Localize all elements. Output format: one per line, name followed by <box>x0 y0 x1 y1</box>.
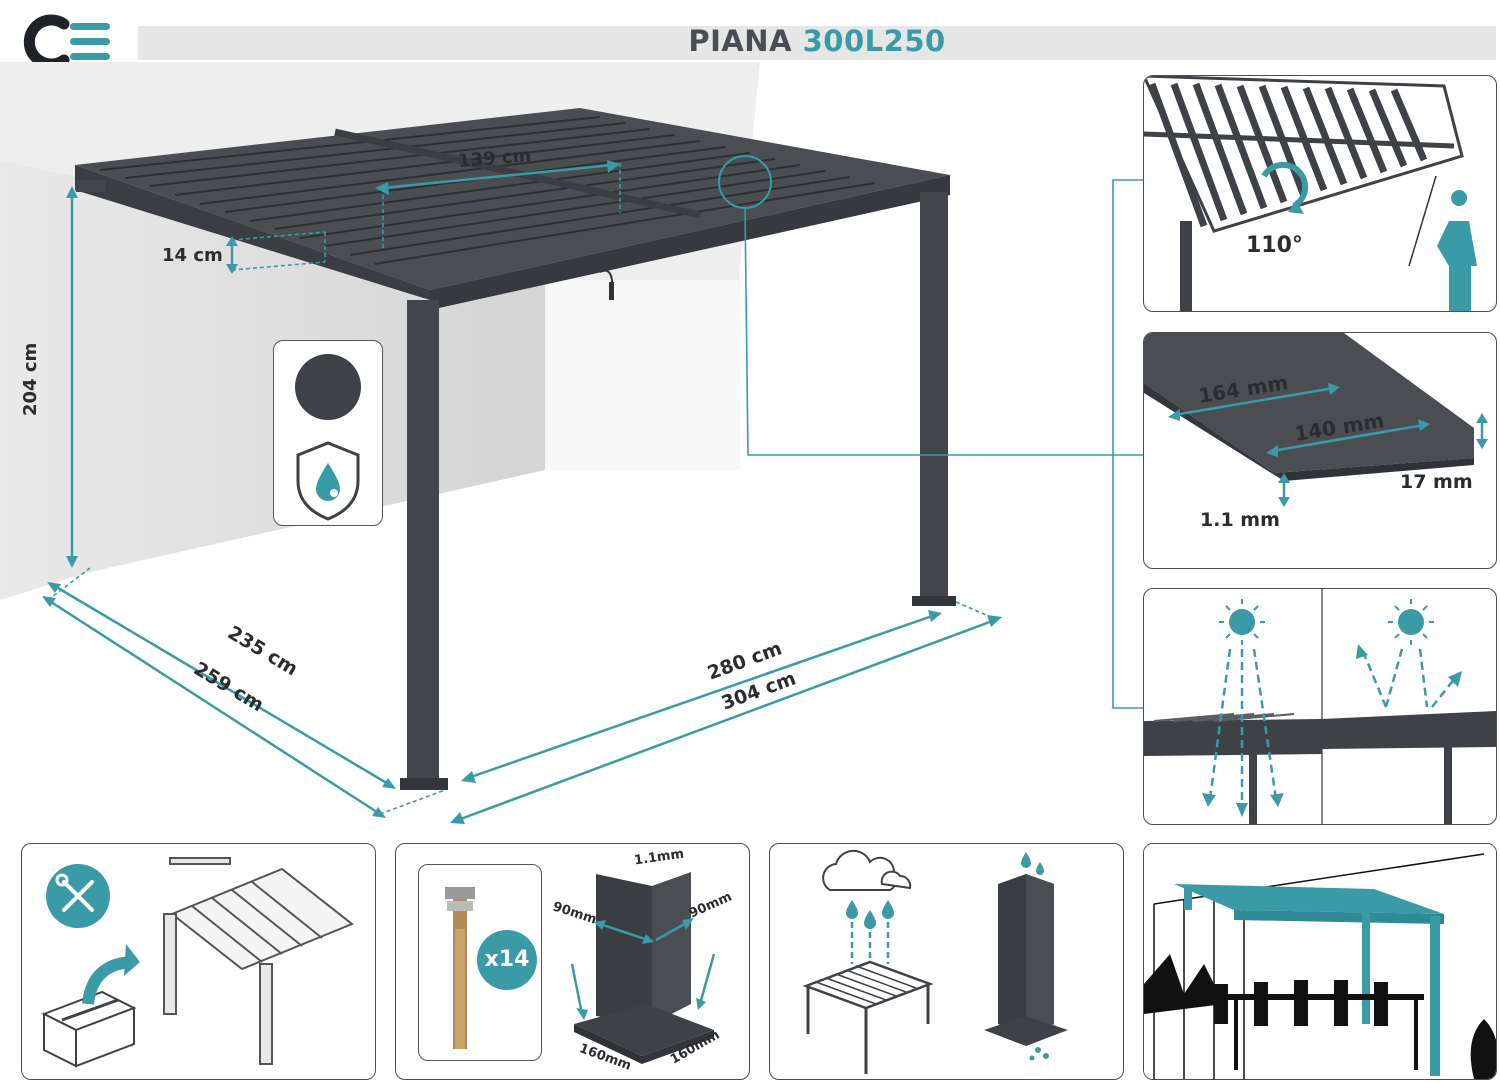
drainage-panel <box>769 843 1124 1080</box>
header-bar <box>138 26 1496 60</box>
assembly-panel <box>21 843 376 1080</box>
profile-drawing <box>1144 333 1488 507</box>
pergola-drawing <box>0 62 1143 824</box>
pergola-scene-icon <box>1144 844 1496 1079</box>
anchor-count: x14 <box>484 947 530 972</box>
main-illustration: 139 cm 14 cm 204 cm 235 cm 259 cm 280 cm… <box>0 62 1143 832</box>
page-title: PIANA 300L250 <box>138 24 1496 58</box>
sun-icon-left <box>1219 599 1265 645</box>
color-swatch-icon <box>295 354 361 420</box>
anchor-bolt-icon <box>445 887 475 1049</box>
waterproof-shield-icon <box>296 441 360 521</box>
dim-clear-height: 204 cm <box>20 342 41 416</box>
sun-panel <box>1143 588 1497 825</box>
profile-height: 17 mm <box>1400 471 1473 493</box>
anchors-panel: x14 1.1mm 90mm 90mm 160mm 160mm <box>395 843 750 1080</box>
cloud-icon <box>822 849 912 891</box>
ambiance-panel <box>1143 843 1497 1080</box>
tilt-drawing <box>1144 76 1477 311</box>
tilt-panel: 110° <box>1143 75 1497 312</box>
profile-thickness: 1.1 mm <box>1200 509 1280 531</box>
product-name: PIANA <box>688 24 793 58</box>
drainage-drawing <box>802 849 1068 1074</box>
tools-icon <box>46 864 110 928</box>
anchor-bolt-card: x14 <box>418 864 542 1061</box>
anchor-count-badge: x14 <box>477 930 537 990</box>
tilt-angle-label: 110° <box>1246 233 1303 258</box>
dim-beam-height: 14 cm <box>162 245 223 266</box>
product-model: 300L250 <box>802 24 946 58</box>
box-arrow-icon <box>41 944 140 1068</box>
water-drop-icon <box>1021 852 1049 1061</box>
assembly-drawing <box>41 857 354 1068</box>
finish-badge-card <box>273 340 383 526</box>
sun-icon-right <box>1388 599 1434 645</box>
profile-panel: 164 mm 140 mm 17 mm 1.1 mm <box>1143 332 1497 569</box>
sun-drawing <box>1144 589 1496 824</box>
post-drawing <box>570 872 716 1064</box>
